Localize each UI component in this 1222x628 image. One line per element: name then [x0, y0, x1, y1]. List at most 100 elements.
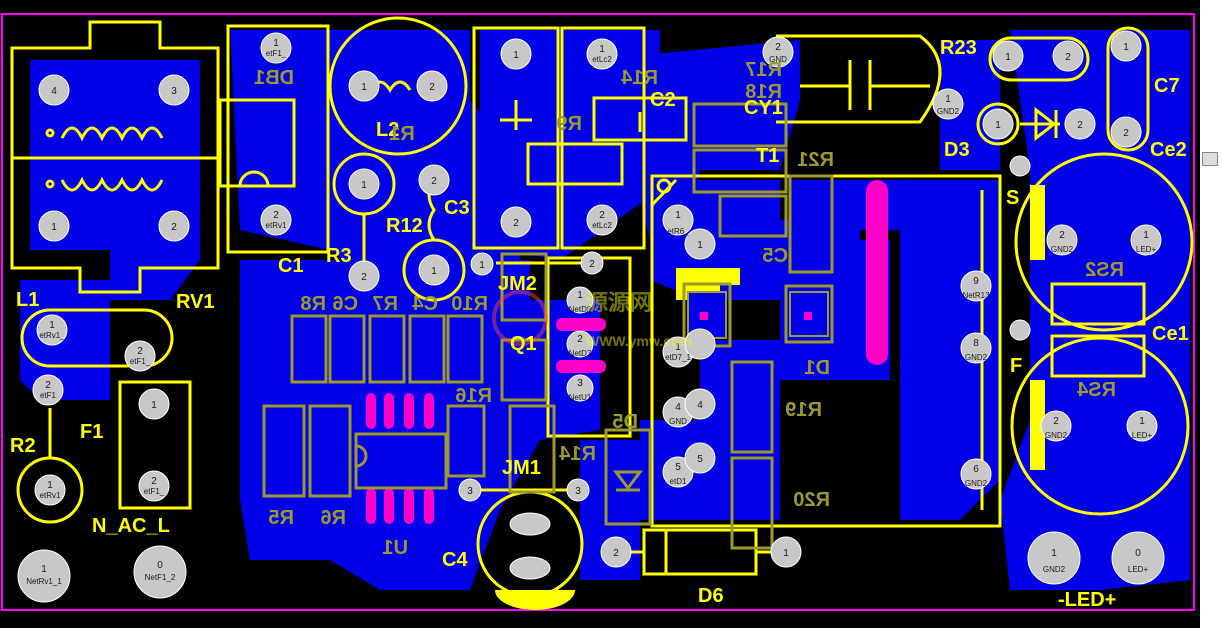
label-t1: T1 [756, 145, 779, 167]
watermark-text: 源源网 [586, 290, 652, 315]
pad-net-label: LED+ [1132, 431, 1153, 440]
label-d5: D5 [612, 411, 638, 433]
label-r12: R12 [386, 215, 423, 237]
pad-label: 2 [429, 82, 435, 93]
pad-label: 1 [945, 94, 951, 105]
pad-label: 2 [1123, 128, 1129, 139]
pad-net-label: etD7_1 [665, 353, 691, 362]
pad-label: 1 [1139, 416, 1145, 427]
pad-label: 2 [577, 334, 583, 345]
scrollbar-thumb[interactable] [1202, 152, 1218, 166]
label-r5: R5 [268, 507, 294, 529]
pad-label: 1 [1005, 52, 1011, 63]
pad-label: 9 [973, 276, 979, 287]
pad-net-label: etRv1 [40, 491, 61, 500]
vertical-scrollbar[interactable] [1200, 0, 1222, 628]
label-q1: Q1 [510, 333, 537, 355]
pad-label: 1 [783, 548, 789, 559]
label-r19: R19 [785, 399, 822, 421]
pad-net-label: GND [669, 417, 687, 426]
label-n-ac-l: N_AC_L [92, 515, 170, 537]
magenta-traces [366, 180, 888, 524]
pad-label: 2 [171, 222, 177, 233]
label-f: F [1010, 355, 1022, 377]
pad-net-label: etF1 [40, 391, 57, 400]
watermark-url: WWW.ymw.com [586, 333, 692, 349]
label-r14-top: R14 [620, 67, 658, 89]
label-ce2: Ce2 [1150, 139, 1187, 161]
pad-net-label: etLc2 [592, 55, 612, 64]
pad-label: 3 [577, 378, 583, 389]
pad-net-label: etD1 [670, 477, 687, 486]
label-s: S [1006, 187, 1019, 209]
pad-label: 2 [137, 346, 143, 357]
pad-label: 1 [361, 82, 367, 93]
pad-label: 2 [151, 476, 157, 487]
pad-label: 1 [273, 38, 279, 49]
pad-label: 1 [675, 210, 681, 221]
label-r6: R6 [320, 507, 346, 529]
pad-label: 1 [41, 564, 47, 575]
pad-label: 2 [1077, 120, 1083, 131]
pad-net-label: NetF1_2 [145, 573, 176, 582]
pad-label: 3 [171, 86, 177, 97]
pad-label: 2 [613, 548, 619, 559]
pad-label: 4 [675, 402, 681, 413]
pad-label: 1 [577, 290, 583, 301]
pad-net-label: NetD8 [569, 305, 592, 314]
label-r10: R10 [451, 293, 488, 315]
label-l2: L2 [376, 119, 399, 141]
pad-net-label: etRv1_ [39, 331, 65, 340]
pad-label: 8 [973, 338, 979, 349]
label-c4: C4 [442, 549, 468, 571]
pad-label: 1 [361, 180, 367, 191]
label-u1: U1 [382, 537, 408, 559]
pad-label: 2 [273, 210, 279, 221]
label-d1: D1 [804, 357, 830, 379]
label-f1: F1 [80, 421, 103, 443]
label-r3: R3 [326, 245, 352, 267]
pad-label: 5 [675, 462, 681, 473]
pad-net-label: etR6_ [667, 227, 689, 236]
label-c3: C3 [444, 197, 470, 219]
label-r2: R2 [10, 435, 36, 457]
pad-label: 2 [775, 42, 781, 53]
pad-label: 4 [697, 400, 703, 411]
bottom-component-labels: DB1 R1 R8 C6 R7 C4 R10 R16 R5 R6 U1 R14 … [254, 59, 1124, 559]
pad-label: 2 [45, 380, 51, 391]
label-r23: R23 [940, 37, 977, 59]
pad-net-label: LED+ [1136, 245, 1157, 254]
pad-label: 2 [1059, 230, 1065, 241]
pad-net-label: etLc2 [592, 221, 612, 230]
label-r14: R14 [558, 443, 596, 465]
pad-label: 1 [599, 44, 605, 55]
label-d6: D6 [698, 585, 724, 607]
label-c6: C6 [332, 293, 358, 315]
pad-label: 1 [431, 266, 437, 277]
pad-label: 0 [1135, 548, 1141, 559]
label-c4-bottom: C4 [412, 293, 438, 315]
label-r7: R7 [372, 293, 398, 315]
label-rs4: RS4 [1076, 379, 1116, 401]
pad-label: 2 [431, 176, 437, 187]
pad-net-label: NetRv1_1 [26, 577, 62, 586]
pad-net-label: etF1_ [130, 357, 151, 366]
label-rv1: RV1 [176, 291, 215, 313]
label-r16: R16 [455, 385, 492, 407]
label-r21: R21 [797, 149, 834, 171]
pad-label: 2 [589, 259, 595, 270]
label-db1: DB1 [254, 67, 294, 89]
label-r20: R20 [793, 489, 830, 511]
pad-label: 1 [49, 320, 55, 331]
label-r1: R1 [389, 123, 415, 145]
pad-label: 2 [513, 218, 519, 229]
label-r18: R18 [745, 81, 782, 103]
pad-label: 1 [697, 240, 703, 251]
component-labels: L1 RV1 F1 R2 N_AC_L C1 R3 R12 C3 L2 JM2 … [10, 37, 1189, 611]
pad-label: 2 [1053, 416, 1059, 427]
pads [17, 30, 1165, 603]
label-c5: C5 [762, 245, 788, 267]
pad-label: 1 [479, 260, 485, 271]
